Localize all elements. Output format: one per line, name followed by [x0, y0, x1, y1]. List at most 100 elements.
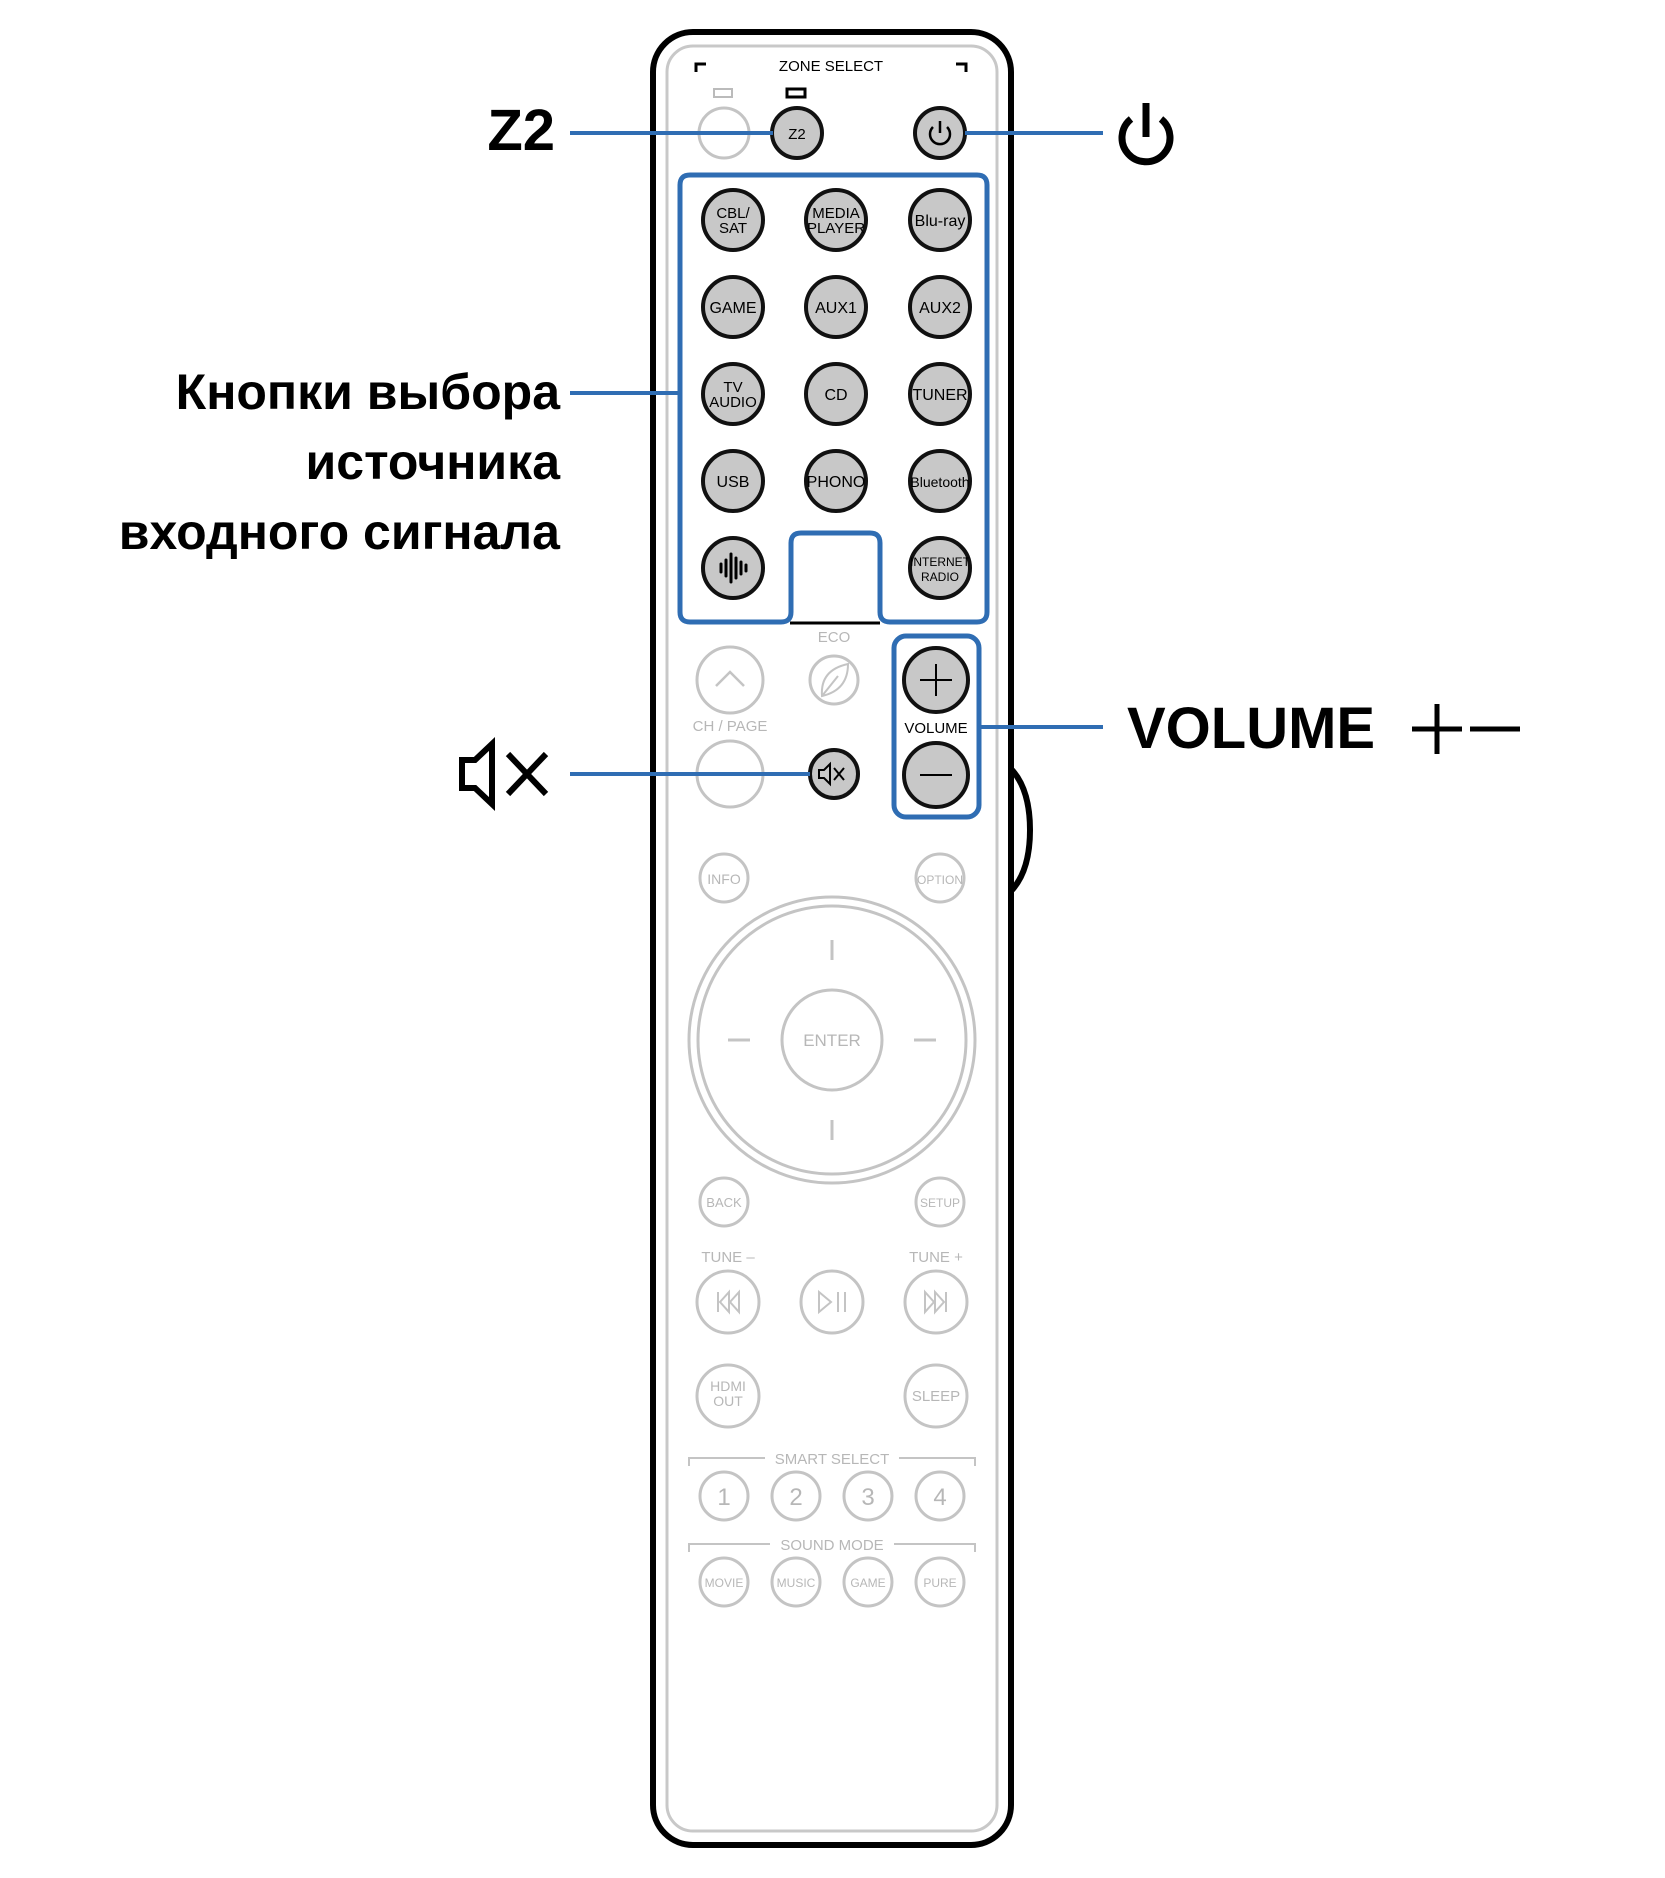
source-callout-line2: источника	[306, 434, 562, 490]
waveform-icon	[719, 552, 748, 584]
power-callout-icon	[1118, 103, 1174, 166]
option-label: OPTION	[917, 873, 963, 887]
hdmi-out-label-line1: HDMI	[710, 1378, 746, 1394]
tune-minus-label: TUNE –	[701, 1249, 755, 1266]
source-label-cbl-sat: CBL/	[716, 205, 750, 222]
remote-inner-outline	[665, 44, 999, 1833]
previous-icon	[717, 1289, 740, 1315]
plus-icon	[920, 664, 952, 696]
sound-mode-bracket	[688, 1543, 976, 1552]
info-label: INFO	[707, 871, 741, 887]
source-label-cd: CD	[824, 387, 847, 404]
source-button-blu-ray[interactable]	[908, 188, 972, 252]
zone-select-bracket-left	[694, 62, 706, 72]
volume-label: VOLUME	[904, 720, 967, 737]
source-button-phono[interactable]	[804, 449, 868, 513]
source-button-cbl-sat[interactable]	[701, 188, 765, 252]
z2-callout-label: Z2	[487, 98, 555, 163]
source-buttons-highlight	[677, 172, 990, 625]
source-label-blu-ray: Blu-ray	[915, 213, 966, 230]
smart-select-button-1[interactable]	[698, 1470, 750, 1522]
source-label-tv-audio: TV	[723, 379, 742, 396]
zone-select-label: ZONE SELECT	[779, 58, 883, 75]
source-label-tv-audio: AUDIO	[709, 394, 757, 411]
source-button-tv-audio[interactable]	[701, 362, 765, 426]
source-button-bluetooth[interactable]	[908, 449, 972, 513]
source-button-tuner[interactable]	[908, 362, 972, 426]
volume-callout-label: VOLUME	[1127, 696, 1375, 761]
source-label-media-player: MEDIA	[812, 205, 860, 222]
smart-select-number-4: 4	[933, 1484, 946, 1511]
sound-mode-label-movie: MOVIE	[705, 1576, 744, 1590]
sound-mode-button-pure[interactable]	[914, 1556, 966, 1608]
zone2-indicator	[785, 87, 807, 99]
sound-mode-button-game[interactable]	[842, 1556, 894, 1608]
z2-button-label: Z2	[788, 126, 806, 143]
play-pause-icon	[818, 1289, 846, 1315]
sound-mode-button-movie[interactable]	[698, 1556, 750, 1608]
zone-select-bracket-right	[956, 62, 968, 72]
source-button-cd[interactable]	[804, 362, 868, 426]
sleep-button[interactable]	[903, 1363, 969, 1429]
sound-mode-row: MOVIE MUSIC GAME PURE	[698, 1556, 966, 1608]
remote-side-bulge	[1009, 767, 1034, 893]
chevron-up-icon	[715, 670, 745, 687]
next-icon	[924, 1289, 947, 1315]
eco-label: ECO	[818, 629, 851, 646]
dpad-inner-ring	[696, 904, 968, 1176]
option-button[interactable]	[914, 852, 966, 904]
setup-label: SETUP	[920, 1196, 960, 1210]
source-callout-line3: входного сигнала	[119, 504, 561, 560]
mute-callout-icon	[459, 737, 549, 811]
sound-mode-label: SOUND MODE	[780, 1537, 883, 1554]
enter-label: ENTER	[803, 1031, 861, 1050]
hdmi-out-label-line2: OUT	[713, 1393, 743, 1409]
smart-select-number-3: 3	[861, 1484, 874, 1511]
sound-mode-button-music[interactable]	[770, 1556, 822, 1608]
sleep-label: SLEEP	[912, 1388, 960, 1405]
smart-select-label: SMART SELECT	[775, 1451, 889, 1468]
power-icon	[928, 121, 952, 146]
setup-button[interactable]	[914, 1176, 966, 1228]
hdmi-out-button[interactable]	[695, 1363, 761, 1429]
ch-page-label: CH / PAGE	[693, 718, 768, 735]
sound-mode-label-game: GAME	[850, 1576, 885, 1590]
zone-main-indicator	[713, 88, 733, 98]
source-button-internet-radio[interactable]	[908, 536, 972, 600]
source-button-media-player[interactable]	[804, 188, 868, 252]
ch-page-up-button[interactable]	[695, 645, 765, 715]
sound-mode-label-pure: PURE	[923, 1576, 956, 1590]
mute-icon	[818, 761, 845, 787]
mute-button[interactable]	[808, 748, 860, 800]
source-label-game: GAME	[709, 300, 756, 317]
smart-select-row: 1 2 3 4	[698, 1470, 966, 1522]
smart-select-button-3[interactable]	[842, 1470, 894, 1522]
smart-select-button-4[interactable]	[914, 1470, 966, 1522]
back-button[interactable]	[698, 1176, 750, 1228]
info-button[interactable]	[698, 852, 750, 904]
smart-select-number-2: 2	[789, 1484, 802, 1511]
source-label-cbl-sat: SAT	[719, 220, 747, 237]
source-button-game[interactable]	[701, 275, 765, 339]
source-button-aux1[interactable]	[804, 275, 868, 339]
source-button-usb[interactable]	[701, 449, 765, 513]
enter-button[interactable]	[780, 988, 884, 1092]
smart-select-button-2[interactable]	[770, 1470, 822, 1522]
sound-mode-label-music: MUSIC	[777, 1576, 816, 1590]
smart-select-bracket	[688, 1457, 976, 1466]
source-label-internet-radio: INTERNET	[910, 555, 971, 569]
back-label: BACK	[706, 1195, 742, 1210]
source-callout-line1: Кнопки выбора	[176, 364, 562, 420]
source-label-bluetooth: Bluetooth	[910, 474, 969, 490]
smart-select-number-1: 1	[717, 1484, 730, 1511]
source-label-aux2: AUX2	[919, 300, 961, 317]
volume-plus-minus-symbols	[1412, 704, 1520, 754]
source-label-usb: USB	[717, 474, 750, 491]
source-label-aux1: AUX1	[815, 300, 857, 317]
source-label-tuner: TUNER	[912, 387, 967, 404]
heos-button[interactable]	[701, 536, 765, 600]
tune-plus-label: TUNE +	[909, 1249, 963, 1266]
source-button-aux2[interactable]	[908, 275, 972, 339]
